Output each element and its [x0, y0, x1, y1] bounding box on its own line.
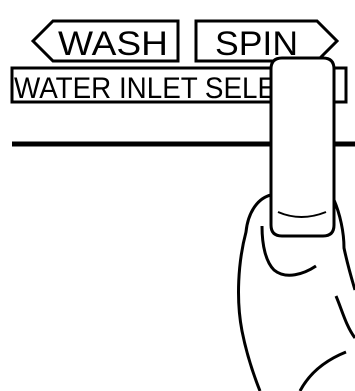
wash-button[interactable]: WASH — [33, 21, 178, 63]
lower-finger-line — [300, 352, 346, 391]
water-inlet-label: WATER INLET SELE — [14, 72, 276, 105]
wash-button-label: WASH — [58, 25, 168, 63]
hand-pressing-icon — [239, 58, 355, 391]
finger-outline — [271, 58, 334, 236]
knuckle-line — [336, 296, 355, 338]
